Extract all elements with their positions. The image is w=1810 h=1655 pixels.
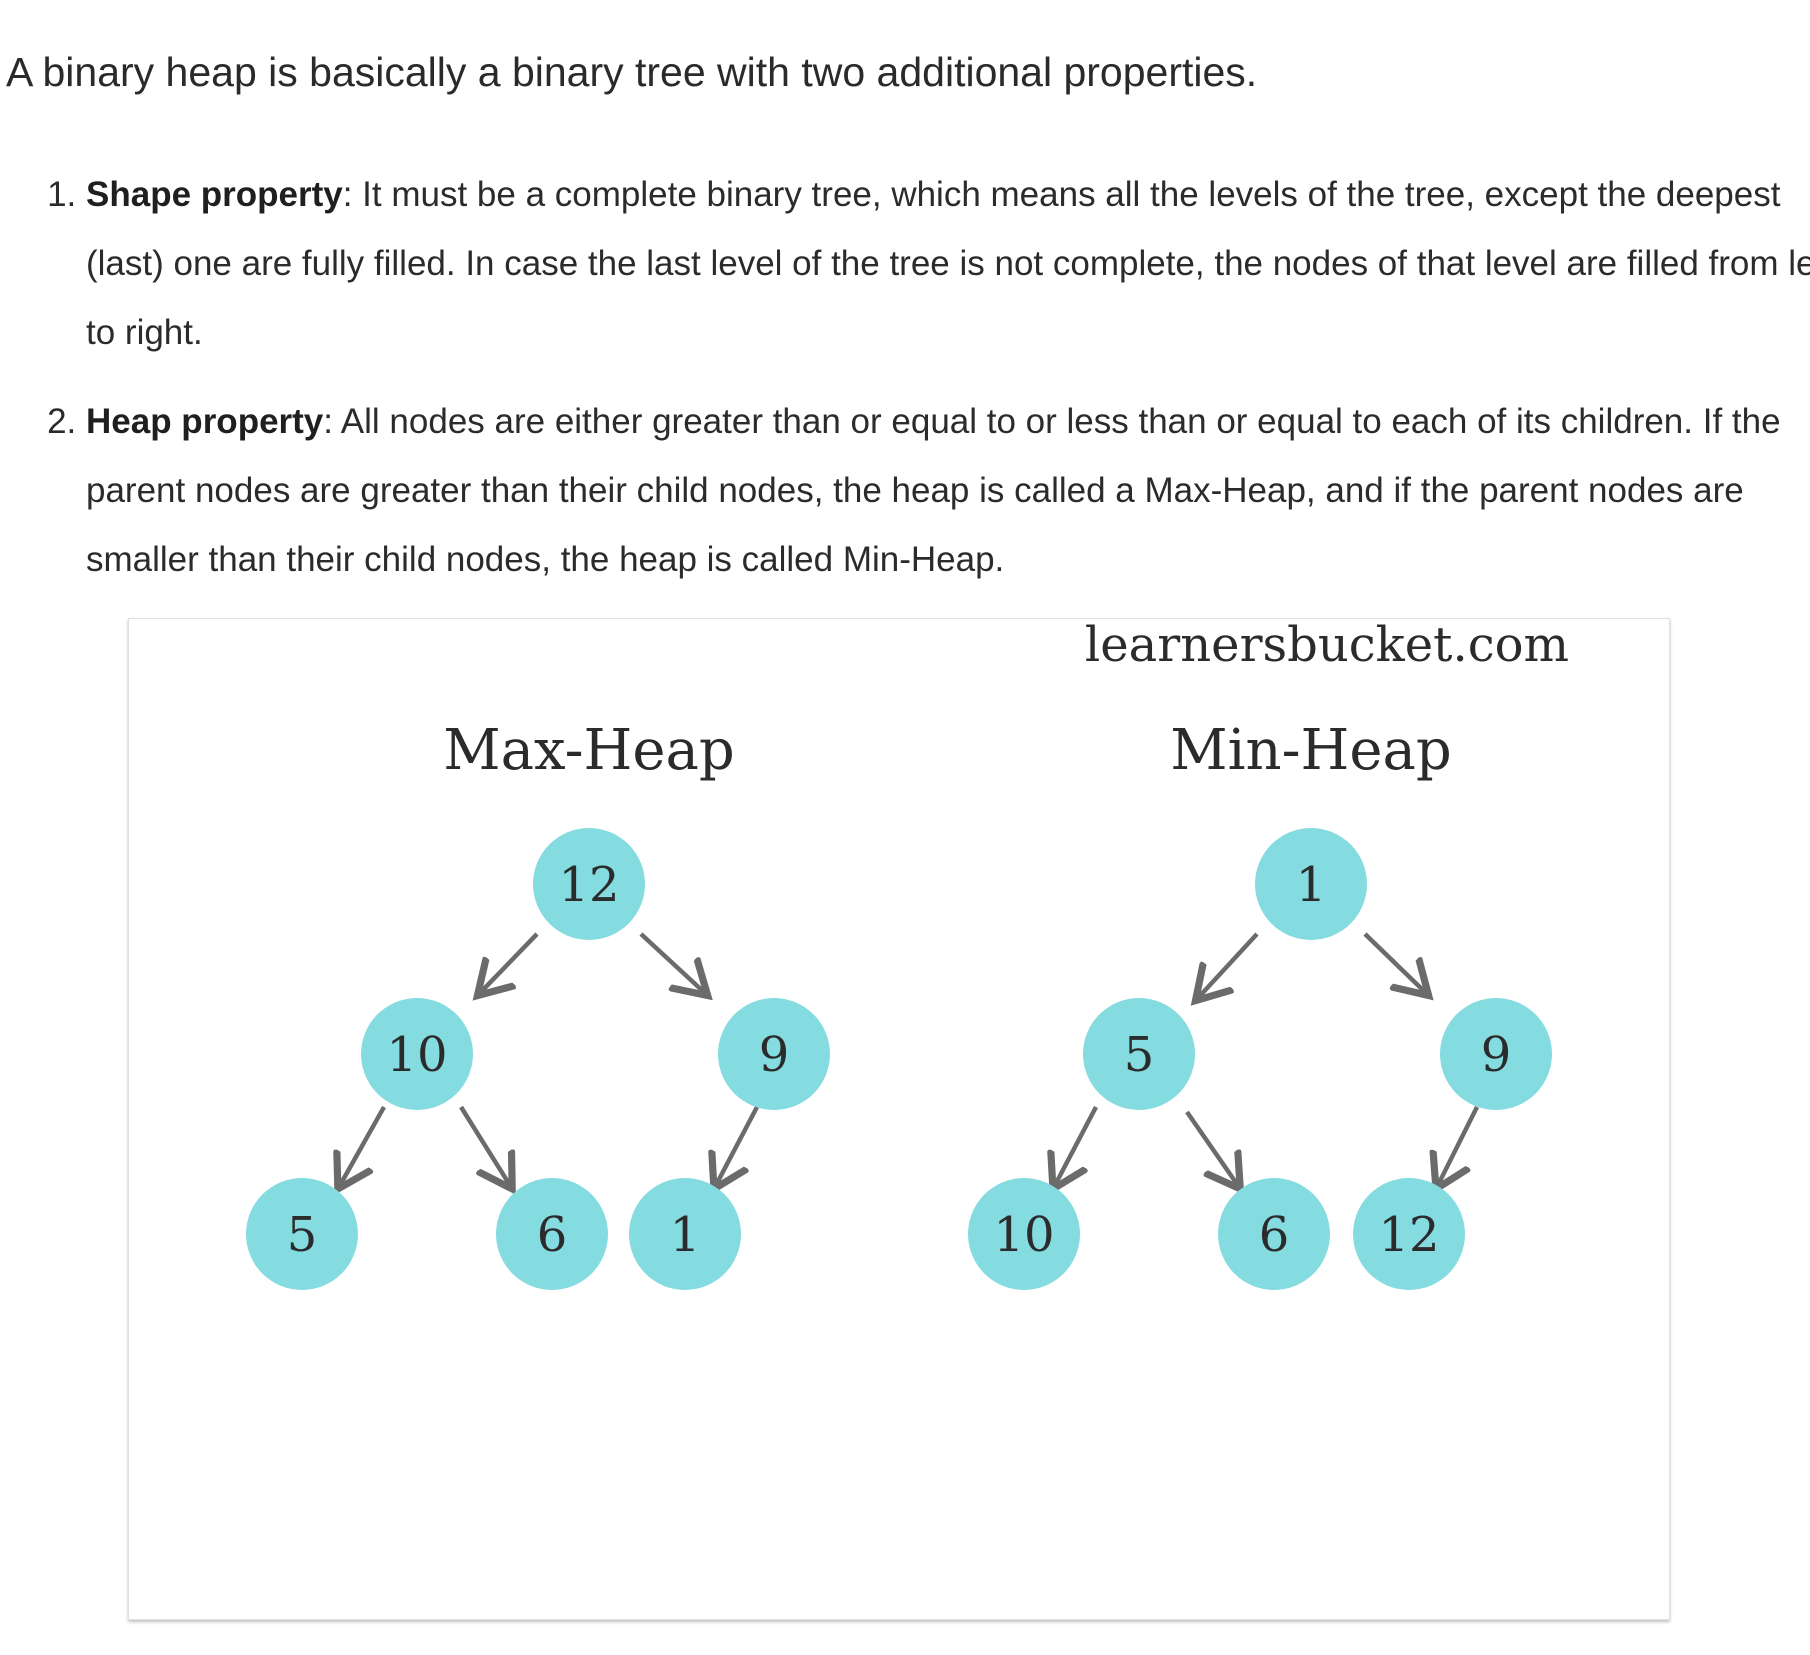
node-value: 5 bbox=[1124, 1027, 1155, 1083]
max-heap-tree: Max-Heap 12 10 9 5 bbox=[246, 718, 830, 1290]
node-value: 12 bbox=[558, 857, 619, 913]
node-value: 9 bbox=[1481, 1027, 1512, 1083]
heap-node: 9 bbox=[1440, 998, 1552, 1110]
properties-list: Shape property: It must be a complete bi… bbox=[40, 160, 1810, 614]
watermark: learnersbucket.com bbox=[1085, 619, 1569, 673]
node-value: 12 bbox=[1378, 1207, 1439, 1263]
heap-node: 10 bbox=[361, 998, 473, 1110]
edge-arrow bbox=[1363, 932, 1427, 994]
edge-arrow bbox=[1054, 1105, 1098, 1187]
node-value: 6 bbox=[537, 1207, 568, 1263]
edge-arrow bbox=[1437, 1105, 1480, 1187]
heap-node: 6 bbox=[1218, 1178, 1330, 1290]
heap-diagram: learnersbucket.com Max-Heap 12 10 9 bbox=[246, 619, 1569, 1290]
node-value: 1 bbox=[1296, 857, 1327, 913]
edges bbox=[339, 932, 759, 1187]
node-value: 6 bbox=[1259, 1207, 1290, 1263]
edge-arrow bbox=[1185, 1110, 1239, 1187]
heap-node: 1 bbox=[1255, 828, 1367, 940]
property-text: : All nodes are either greater than or e… bbox=[86, 402, 1781, 579]
edge-arrow bbox=[1197, 932, 1259, 999]
edge-arrow bbox=[715, 1105, 759, 1187]
property-item-heap: Heap property: All nodes are either grea… bbox=[86, 387, 1810, 594]
tree-title: Min-Heap bbox=[1170, 718, 1451, 783]
heap-node: 12 bbox=[533, 828, 645, 940]
node-value: 10 bbox=[386, 1027, 447, 1083]
heap-node: 6 bbox=[496, 1178, 608, 1290]
property-title: Shape property bbox=[86, 175, 343, 214]
edge-arrow bbox=[339, 1105, 386, 1187]
heap-node: 12 bbox=[1353, 1178, 1465, 1290]
property-item-shape: Shape property: It must be a complete bi… bbox=[86, 160, 1810, 367]
node-value: 9 bbox=[759, 1027, 790, 1083]
heap-node: 1 bbox=[629, 1178, 741, 1290]
intro-paragraph: A binary heap is basically a binary tree… bbox=[6, 49, 1258, 95]
heap-diagram-figure: learnersbucket.com Max-Heap 12 10 9 bbox=[128, 618, 1670, 1620]
edge-arrow bbox=[639, 932, 706, 994]
property-text: : It must be a complete binary tree, whi… bbox=[86, 175, 1810, 352]
node-value: 10 bbox=[993, 1207, 1054, 1263]
heap-node: 9 bbox=[718, 998, 830, 1110]
heap-node: 5 bbox=[246, 1178, 358, 1290]
edge-arrow bbox=[479, 932, 539, 994]
node-value: 1 bbox=[670, 1207, 701, 1263]
heap-node: 5 bbox=[1083, 998, 1195, 1110]
property-title: Heap property bbox=[86, 402, 324, 441]
node-value: 5 bbox=[287, 1207, 318, 1263]
edge-arrow bbox=[459, 1105, 511, 1187]
tree-title: Max-Heap bbox=[443, 718, 734, 783]
edges bbox=[1054, 932, 1480, 1187]
heap-node: 10 bbox=[968, 1178, 1080, 1290]
min-heap-tree: Min-Heap 1 5 9 10 bbox=[968, 718, 1552, 1290]
